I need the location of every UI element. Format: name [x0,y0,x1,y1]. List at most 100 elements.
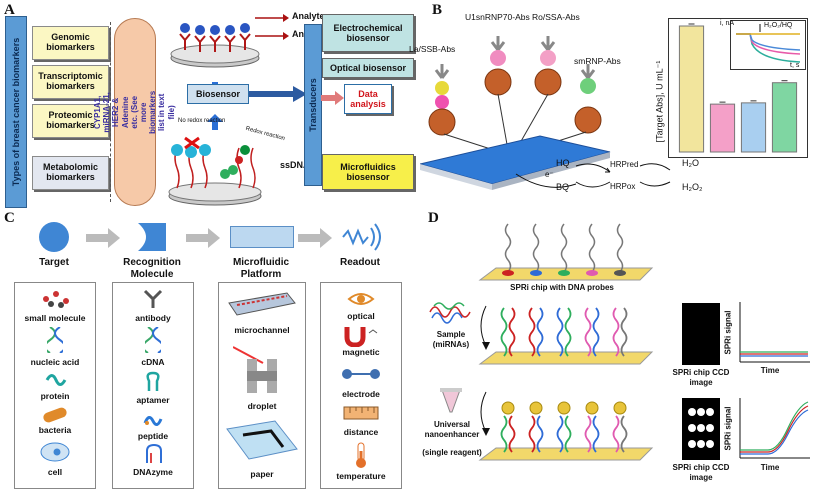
ccd-label-2: SPRi chip CCD image [672,463,730,482]
la-ssb-label: La/SSB-Abs [409,44,456,54]
nucleic-acid-label: nucleic acid [30,357,80,367]
chip-label: SPRi chip with DNA probes [510,283,614,292]
redox-cycle-arrows [575,163,671,188]
biomarker-types-bar: Types of breast cancer biomarkers [5,16,27,208]
h2o-label: H₂O [682,158,699,168]
ccd-image-2 [682,398,720,460]
u1snrnp70-label: U1snRNP70-Abs [465,12,530,22]
readout-column: optical magnetic electrode distance temp… [320,282,402,489]
aptamer-label: aptamer [136,395,170,405]
platform-column: microchannel droplet paper [218,282,306,489]
no-redox-label: No redox reaction [178,118,226,124]
spri-signal-plot-1 [739,302,810,363]
dnazyme-label: DNAzyme [133,467,173,477]
recognition-column: antibody cDNA aptamer peptide DNAzyme [112,282,194,489]
signal-y-label-2: SPRi signal [720,398,736,458]
ccd-spots [688,408,714,448]
peptide-label: peptide [137,431,169,441]
dnazyme-icon [146,443,162,463]
cell-label: cell [47,467,63,477]
optical-biosensor-box: Optical biosensor [322,58,414,78]
distance-label: distance [343,427,379,437]
bacteria-icon [43,407,67,423]
antibody-icon [143,289,163,308]
microchannel-label: microchannel [234,325,290,335]
microfluidics-biosensor-box: Microfluidics biosensor [322,154,414,190]
optical-eye-icon [347,293,375,305]
bar-ro-ssa-abs [740,102,767,153]
magnetic-icon [344,327,378,347]
signal-y-label-2-text: SPRi signal [723,405,733,451]
recognition-molecule-icon [138,223,166,251]
temperature-label: temperature [336,471,386,481]
biosensor-arrow [249,86,307,102]
recognition-header: Recognition Molecule [123,257,181,280]
thermometer-icon [356,442,366,468]
protein-icon [45,374,67,386]
hrp-red-label: HRPred [610,160,639,169]
electrochemical-biosensor-box: Electrochemical biosensor [322,14,414,52]
spri-signal-plot-2 [739,398,810,459]
cdna-label: cDNA [141,357,165,367]
biomarker-types-title: Types of breast cancer biomarkers [11,37,21,187]
aptamer-icon [146,371,160,391]
signal-y-label-1: SPRi signal [720,302,736,362]
analyte-label: Analyte [292,11,325,21]
bq-label: BQ [556,182,570,192]
target-column: small molecule nucleic acid protein bact… [14,282,96,489]
data-analysis-box: Data analysis [344,84,392,114]
bar-smrnp-abs [771,82,798,153]
antibody-label: antibody [135,313,171,323]
sample-sub-label: (miRNAs) [432,340,470,349]
ccd-image-1 [682,303,720,365]
biosensor-illustration [168,14,289,206]
metabolomic-biomarkers-box: Metabolomic biomarkers [32,156,109,190]
paper-icon [226,420,298,460]
nanoenhancer-label: Universal nanoenhancer [424,420,480,439]
inset-y-label: i, nA [720,20,735,27]
arrow-c1 [86,228,120,248]
small-molecule-icon [43,291,69,308]
cell-icon [40,442,70,462]
biosensor-label: Biosensor [195,89,240,99]
immunoassay-illustration [420,36,611,190]
bar-u1snrnp70-abs [709,103,736,153]
cdna-icon [145,327,161,353]
transducers-bar: Transducers [304,24,322,186]
readout-signal-icon [342,223,381,251]
protein-label: protein [40,391,70,401]
panel-a-letter: A [4,2,15,18]
panel-d-letter: D [428,210,439,226]
inset-x-label: t, s [790,62,800,69]
hq-label: HQ [556,158,570,168]
electrode-label: electrode [342,389,380,399]
biomarker-examples-oval: CYP1A1, miRNA-21, HER2 & Adenine etc. (S… [94,18,176,206]
panel-c-letter: C [4,210,15,226]
droplet-icon [233,346,277,393]
genomic-biomarkers-box: Genomic biomarkers [32,26,109,60]
arrow-c3 [298,228,332,248]
bar-la-ssb-abs [678,25,705,153]
target-header: Target [39,257,69,268]
hrp-ox-label: HRPox [610,182,636,191]
time-label-2: Time [760,463,780,472]
time-label-1: Time [760,366,780,375]
biosensor-box: Biosensor [187,84,249,104]
sample-label: Sample [436,330,466,339]
paper-label: paper [250,469,274,479]
transcriptomic-biomarkers-box: Transcriptomic biomarkers [32,65,109,99]
platform-header: Microfluidic Platform [232,257,290,280]
bacteria-label: bacteria [38,425,72,435]
microfluidic-chip-icon [230,226,294,248]
ssdna-label: ssDNA [280,160,310,170]
bracket-line [110,22,112,202]
readout-header: Readout [340,257,380,268]
ro-ssa-label: Ro/SSA-Abs [532,12,580,22]
panel-b-letter: B [432,2,443,18]
y-axis-label: [Target Abs], U mL⁻¹ [651,16,669,186]
mirna-sample-icon [429,302,471,324]
electron-label: e⁻ [545,170,554,179]
microchannel-icon [228,292,296,316]
peptide-icon [143,416,163,426]
droplet-label: droplet [247,401,277,411]
